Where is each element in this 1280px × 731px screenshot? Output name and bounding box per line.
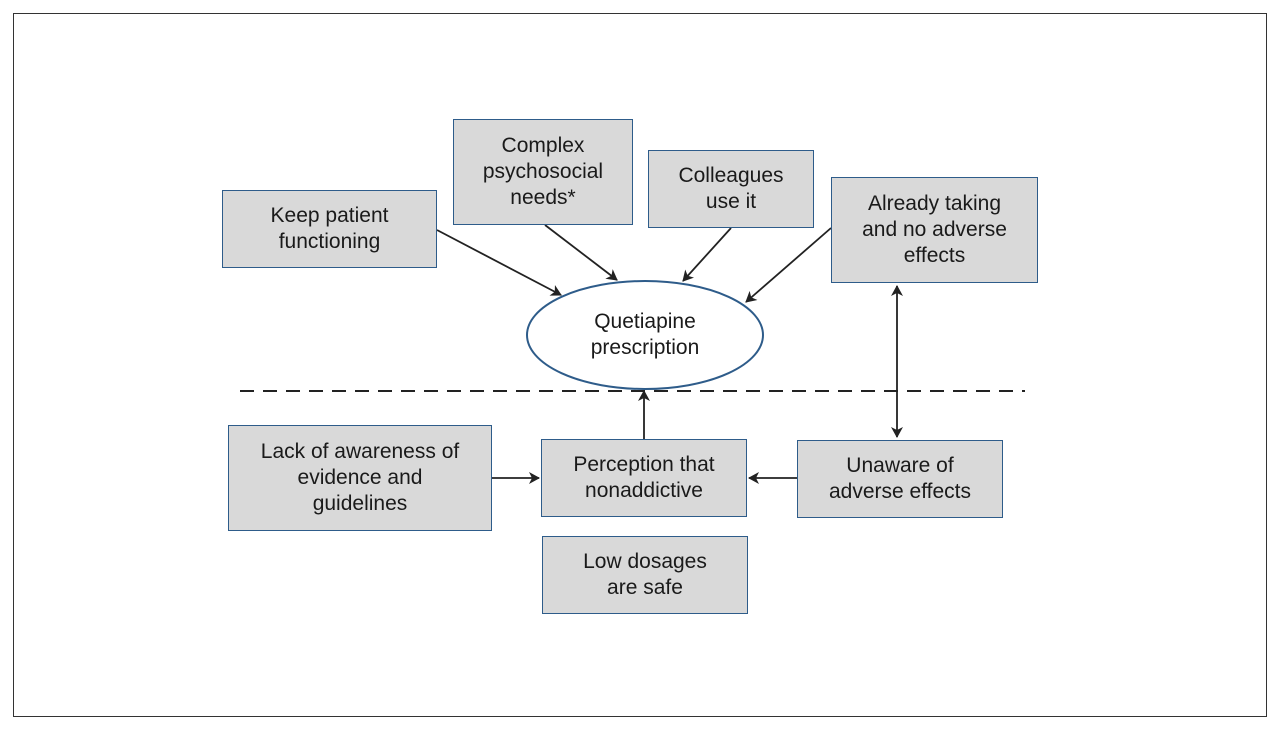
node-unaware-adverse-effects-text: Unaware of adverse effects (828, 454, 972, 503)
node-complex-psychosocial-needs-text: Complex psychosocial needs* (482, 134, 604, 209)
arrow-already-taking-to-prescription (745, 227, 832, 303)
node-colleagues-use-it: Colleagues use it (648, 150, 814, 228)
arrow-complex-needs-to-prescription (544, 224, 618, 281)
node-unaware-adverse-effects: Unaware of adverse effects (797, 440, 1003, 518)
arrow-colleagues-to-prescription (682, 227, 732, 282)
node-lack-of-awareness: Lack of awareness of evidence and guidel… (228, 425, 492, 531)
node-low-dosages-safe: Low dosages are safe (542, 536, 748, 614)
figure-frame (13, 13, 1267, 717)
node-colleagues-use-it-text: Colleagues use it (678, 164, 784, 213)
node-already-taking: Already taking and no adverse effects (831, 177, 1038, 283)
quetiapine-prescription-text: Quetiapine prescription (590, 310, 700, 359)
arrow-keep-patient-to-prescription (436, 229, 562, 296)
node-low-dosages-safe-text: Low dosages are safe (583, 550, 707, 599)
node-lack-of-awareness-text: Lack of awareness of evidence and guidel… (260, 440, 460, 515)
node-already-taking-text: Already taking and no adverse effects (862, 192, 1007, 267)
node-complex-psychosocial-needs: Complex psychosocial needs* (453, 119, 633, 225)
node-keep-patient-functioning: Keep patient functioning (222, 190, 437, 268)
quetiapine-prescription-label: Quetiapine prescription (527, 281, 763, 389)
node-perception-nonaddictive: Perception that nonaddictive (541, 439, 747, 517)
node-keep-patient-functioning-text: Keep patient functioning (270, 204, 389, 253)
node-perception-nonaddictive-text: Perception that nonaddictive (573, 453, 715, 502)
quetiapine-ellipse (526, 280, 764, 390)
